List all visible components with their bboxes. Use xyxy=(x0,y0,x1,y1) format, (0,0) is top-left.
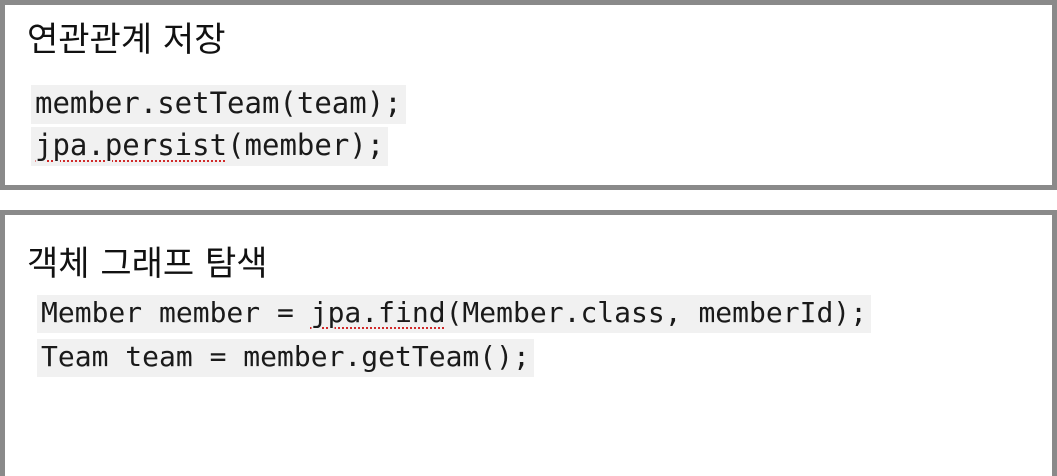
code-text: (Member.class, memberId); xyxy=(445,296,868,329)
spellcheck-flagged-text: jpa.persist xyxy=(35,128,228,162)
section-association-save: 연관관계 저장 member.setTeam(team); jpa.persis… xyxy=(0,0,1057,190)
code-line: jpa.persist(member); xyxy=(31,127,389,166)
section-heading: 객체 그래프 탐색 xyxy=(27,244,268,284)
code-line: Team team = member.getTeam(); xyxy=(37,339,534,377)
code-text: member.setTeam(team); xyxy=(35,86,402,120)
code-line: member.setTeam(team); xyxy=(31,85,406,124)
section-object-graph-traversal: 객체 그래프 탐색 Member member = jpa.find(Membe… xyxy=(0,210,1057,476)
code-text: Team team = member.getTeam(); xyxy=(41,340,530,373)
code-text: (member); xyxy=(227,128,385,162)
code-line: Member member = jpa.find(Member.class, m… xyxy=(37,295,872,333)
code-text: Member member = xyxy=(41,296,311,329)
section-heading: 연관관계 저장 xyxy=(27,20,226,60)
spellcheck-flagged-text: jpa.find xyxy=(310,296,446,329)
